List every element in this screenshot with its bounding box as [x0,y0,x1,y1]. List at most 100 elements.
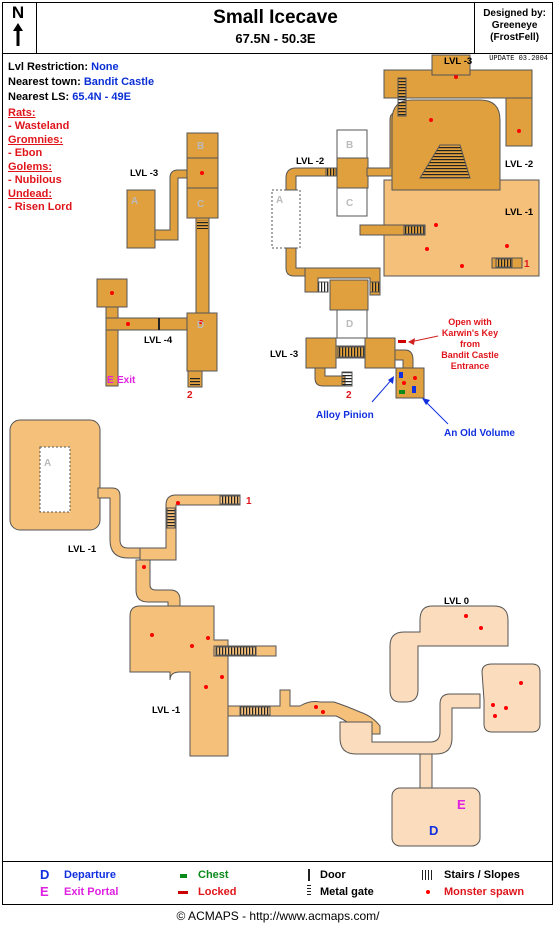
monster-spawn [402,381,406,385]
nearest-ls-row: Nearest LS: 65.4N - 49E [8,90,154,105]
level-label: LVL -1 [152,705,181,716]
designer-divider [474,2,475,54]
lower-a-inner [39,446,71,513]
stairs-lower-top [219,495,241,505]
designer-sub: (FrostFell) [490,32,540,43]
corridor-lvl3-down [314,367,346,387]
monster-spawn [220,675,224,679]
departure-marker: D [429,823,438,838]
key-arrow [409,335,439,343]
stairs-lower-mid-b [369,281,381,293]
alloy-arrow [371,377,394,403]
nearest-ls-label: Nearest LS: [8,91,70,103]
level-label: LVL 0 [444,596,469,607]
stair-number: 2 [346,390,352,401]
room-a-right [271,189,301,249]
room-a-left [126,189,156,249]
monster-spawn [413,376,417,380]
stair-number: 1 [524,259,530,270]
door-legend-icon [308,869,310,881]
corridor-vault [394,349,414,371]
monster-spawn [460,264,464,268]
monster-spawn [464,614,468,618]
key-arrow-head [408,338,415,345]
marker-a: A [276,195,283,206]
monster-spawn [519,681,523,685]
corridor-lower-a [97,487,147,559]
monster-family: Undead: [8,188,52,200]
monster-spawn [479,626,483,630]
stair-number: 1 [246,496,252,507]
room-lvl3-right [364,337,396,369]
gate-legend-icon [307,885,311,897]
marker-c: C [197,199,204,210]
key-note: Open with [448,317,492,327]
monster-spawn [190,644,194,648]
key-note: Bandit Castle [441,350,499,360]
monster-spawn [505,244,509,248]
monster-spawn [429,118,433,122]
right-upper-section [271,54,540,399]
monster-spawn [199,320,203,324]
blue-arrows [371,376,449,425]
stairs-lower-east [215,646,257,656]
info-block: Lvl Restriction: None Nearest town: Band… [8,60,154,105]
room-c-left [186,187,219,219]
update-stamp: UPDATE 03.2004 [489,55,548,63]
stairs-lvl3-down [341,371,353,387]
monster-spawn [142,565,146,569]
room-b-left [186,132,219,161]
lower-big-room-1 [129,605,229,757]
corridor-right-a [285,167,338,277]
designed-by-label: Designed by: [483,8,546,19]
stairs-right-a [325,167,337,177]
corridor-lvl0 [339,693,481,755]
marker-a: A [131,196,138,207]
legend: D Departure E Exit Portal Chest Locked D… [2,861,553,905]
marker-d: D [197,320,204,331]
cave-map: LVL -3 LVL -4 LVL -2 LVL -3 LVL -2 LVL -… [9,54,541,847]
corridor-exit [105,329,119,387]
ramp-stairs [419,144,471,179]
alloy-pinion-label: Alloy Pinion [316,410,374,421]
corridor-lvl4 [105,317,188,331]
monster-spawn [204,685,208,689]
corridor-down [195,217,210,314]
lock-icon [398,340,406,343]
lower-section [9,419,541,847]
level-label: LVL -2 [505,159,533,170]
level-label: LVL -1 [505,207,534,218]
lvl-restriction-row: Lvl Restriction: None [8,60,154,75]
key-note: from [460,339,480,349]
monster-family: Gromnies: [8,134,64,146]
exit-label: Exit [117,375,136,386]
legend-departure: Departure [64,869,116,881]
marker-b: B [197,141,204,152]
monster-name: - Wasteland [8,119,70,132]
locked-legend-icon [178,891,188,894]
map-title: Small Icecave [213,7,338,28]
lvl-restriction-label: Lvl Restriction: [8,61,89,73]
lower-lvl0-room-2 [481,663,541,733]
nearest-town-label: Nearest town: [8,76,81,88]
stairs-lower-mid [317,281,329,293]
alloy-arrow-head [388,376,394,384]
north-arrow-icon [13,23,23,46]
lower-lvl0-room-1 [389,605,509,703]
level-label: LVL -3 [130,168,158,179]
map-frame [2,2,553,905]
room-d-right [336,309,368,339]
upper-right-room-3 [431,54,471,76]
designer-block: Designed by: Greeneye (FrostFell) [483,8,546,44]
legend-chest: Chest [198,869,229,881]
stairs-east [495,258,513,268]
stairs-upper [397,77,407,117]
room-c-right [336,187,368,217]
monster-spawn [176,501,180,505]
item-blue-icon [412,386,416,393]
compass-divider [36,2,37,54]
volume-arrow-head [422,398,430,405]
spawn-legend-icon [426,890,430,894]
monster-spawn [425,247,429,251]
volume-arrow [423,399,449,425]
